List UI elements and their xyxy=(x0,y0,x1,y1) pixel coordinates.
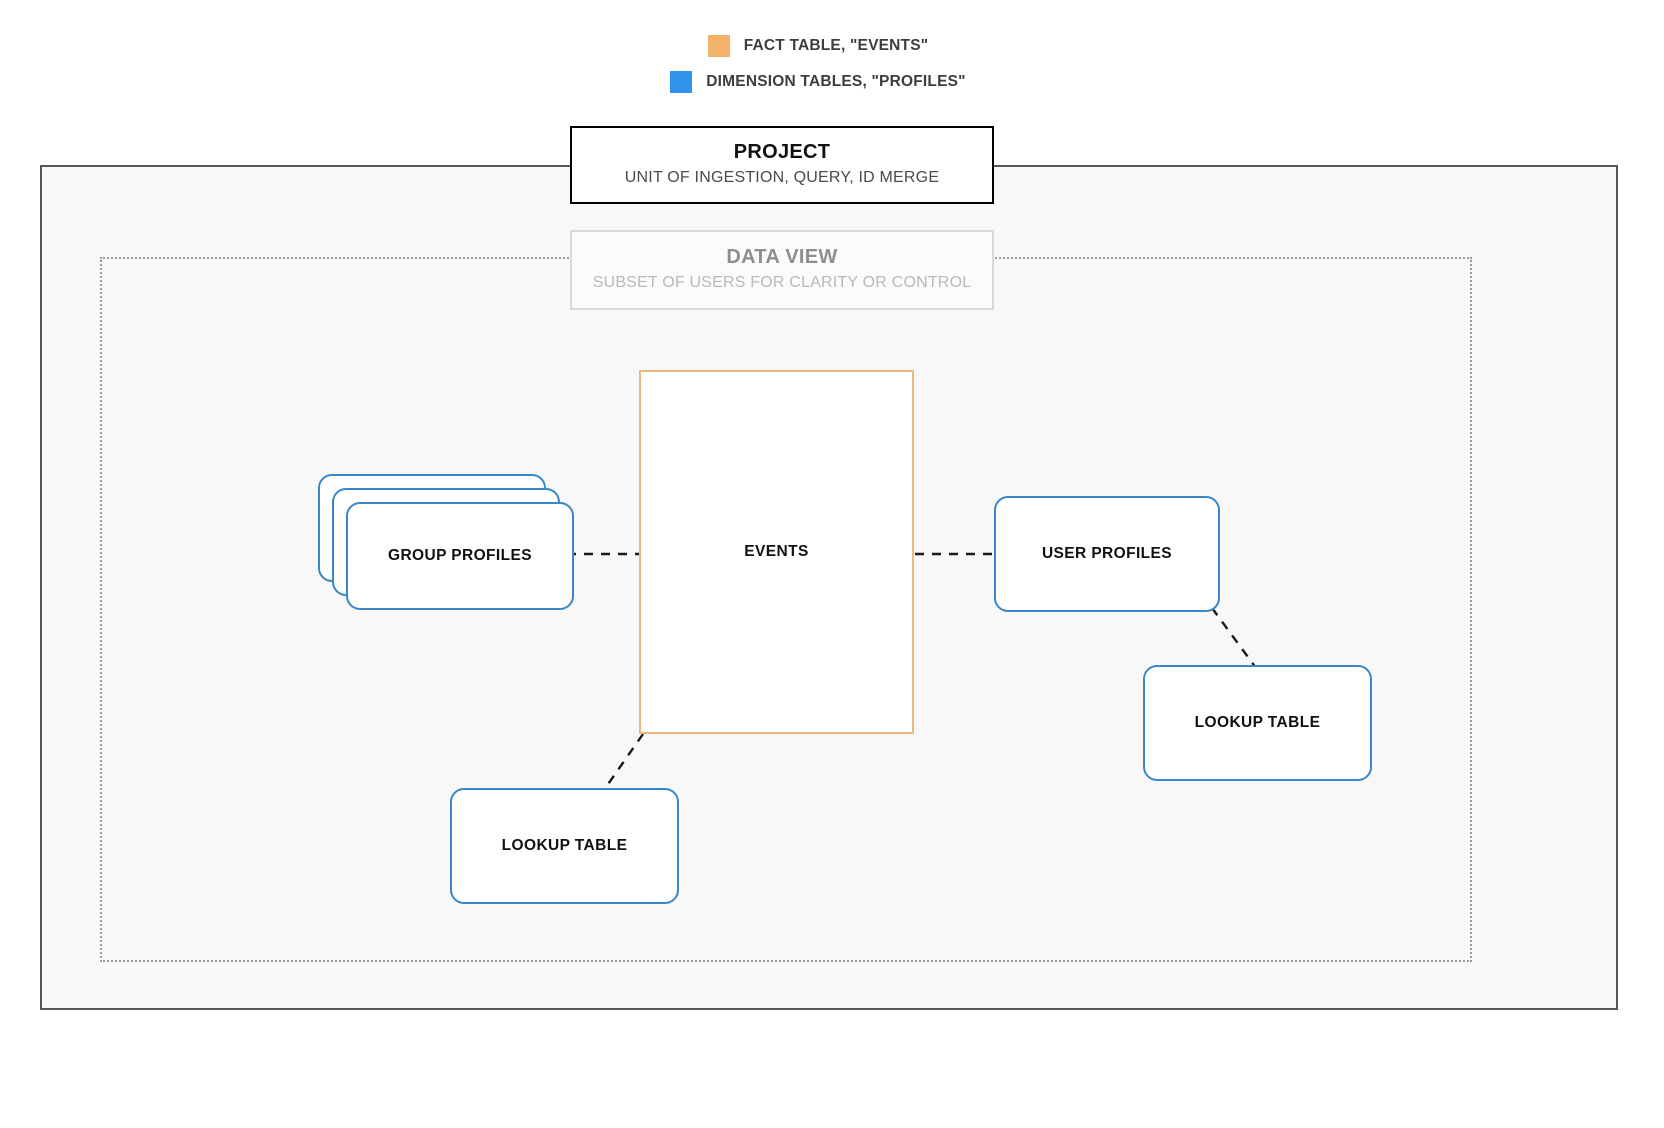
data-view-subtitle: SUBSET OF USERS FOR CLARITY OR CONTROL xyxy=(592,274,972,291)
project-title: PROJECT xyxy=(733,141,831,163)
group-profiles-stack-card-front[interactable]: GROUP PROFILES xyxy=(346,502,574,610)
lookup-table-left-label: LOOKUP TABLE xyxy=(501,837,628,854)
user-profiles-label: USER PROFILES xyxy=(1041,545,1173,562)
legend-label-dimension-tables: DIMENSION TABLES, "PROFILES" xyxy=(706,73,966,90)
group-profiles-node[interactable]: GROUP PROFILES xyxy=(318,474,574,610)
lookup-table-right-label: LOOKUP TABLE xyxy=(1194,714,1321,731)
square-swatch-icon-dimension xyxy=(670,71,693,93)
lookup-table-left-node[interactable]: LOOKUP TABLE xyxy=(450,788,679,904)
user-profiles-node[interactable]: USER PROFILES xyxy=(994,496,1220,612)
project-label-box: PROJECT UNIT OF INGESTION, QUERY, ID MER… xyxy=(570,126,994,204)
legend-item-fact-table: FACT TABLE, "EVENTS" xyxy=(0,28,1664,64)
events-node[interactable]: EVENTS xyxy=(639,370,914,734)
events-label: EVENTS xyxy=(744,543,809,560)
group-profiles-label: GROUP PROFILES xyxy=(388,547,532,564)
legend-item-dimension-tables: DIMENSION TABLES, "PROFILES" xyxy=(0,64,1664,100)
data-view-title: DATA VIEW xyxy=(726,246,838,268)
lookup-table-right-node[interactable]: LOOKUP TABLE xyxy=(1143,665,1372,781)
legend: FACT TABLE, "EVENTS" DIMENSION TABLES, "… xyxy=(0,28,1664,100)
project-subtitle: UNIT OF INGESTION, QUERY, ID MERGE xyxy=(624,169,940,186)
legend-label-fact-table: FACT TABLE, "EVENTS" xyxy=(743,37,929,54)
data-view-label-box: DATA VIEW SUBSET OF USERS FOR CLARITY OR… xyxy=(570,230,994,310)
square-swatch-icon-fact xyxy=(707,35,730,57)
